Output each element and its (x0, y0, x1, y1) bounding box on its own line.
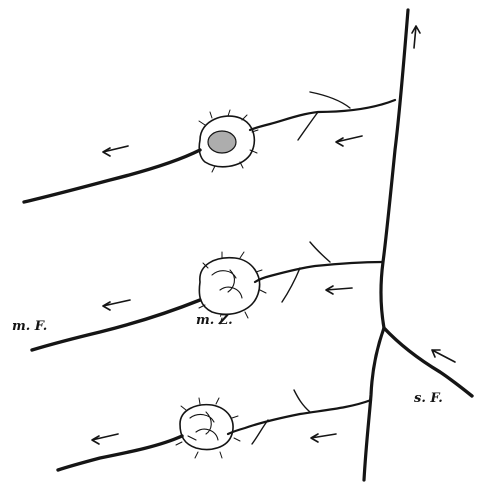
label-sensory-fiber: s. F. (414, 391, 443, 406)
neuron-bottom (58, 390, 371, 470)
neuron-top (24, 92, 395, 202)
label-motor-fiber: m. F. (12, 319, 47, 334)
sensory-trunk (364, 10, 472, 480)
trunk-arrow (412, 26, 420, 48)
neuron-middle (32, 242, 455, 362)
label-motor-cell: m. Z. (196, 313, 233, 328)
